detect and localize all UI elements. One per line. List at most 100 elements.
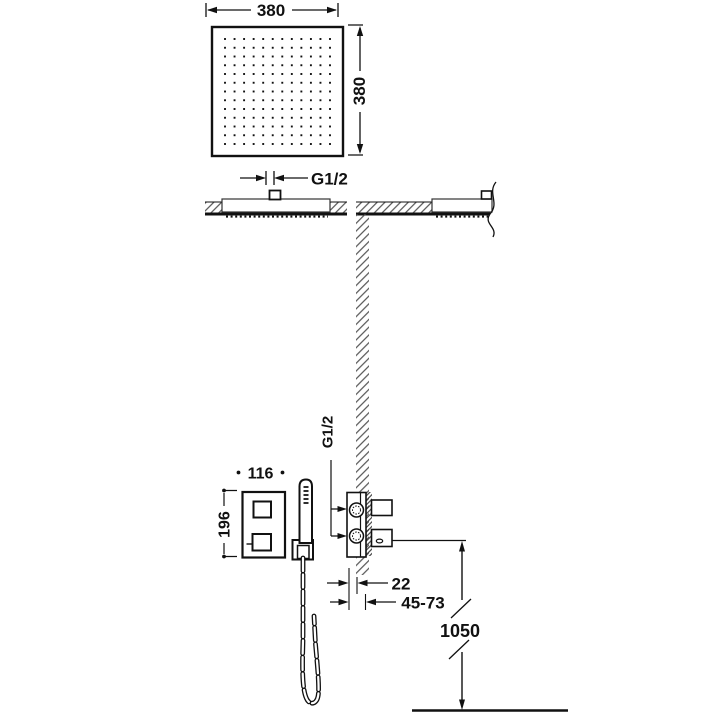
dim-valve-projection-label: 22 <box>392 575 411 594</box>
nozzle-dot <box>319 125 322 128</box>
shower-head-plan <box>210 25 345 158</box>
nozzle-dot <box>262 55 265 58</box>
nozzle-dot <box>309 134 312 137</box>
nozzle-dot <box>290 55 293 58</box>
nozzle-dot <box>233 64 236 67</box>
dim-install-depth-label: 45-73 <box>401 594 444 613</box>
nozzle-dot <box>262 46 265 49</box>
nozzle-dot <box>262 125 265 128</box>
nozzle-dot <box>290 64 293 67</box>
nozzle-dot <box>329 125 331 128</box>
nozzle-dot <box>233 125 236 128</box>
nozzle-dot <box>319 55 322 58</box>
nozzle-dot <box>233 38 236 40</box>
nozzle-dot <box>300 90 303 93</box>
nozzle-dot <box>329 90 331 93</box>
nozzle-dot <box>329 81 331 84</box>
nozzle-dot <box>329 143 331 145</box>
nozzle-dot <box>262 116 265 119</box>
nozzle-dot <box>271 90 274 93</box>
nozzle-dot <box>271 73 274 75</box>
nozzle-dot <box>243 143 246 145</box>
nozzle-dot <box>224 46 226 49</box>
trim-handle-top <box>252 500 272 519</box>
nozzle-dot <box>243 116 246 119</box>
nozzle-dot <box>309 81 312 84</box>
valve-knob-bottom-knurl <box>352 531 361 541</box>
nozzle-dot <box>252 81 255 84</box>
nozzle-dot <box>224 116 226 119</box>
nozzle-dot <box>224 143 226 145</box>
nozzle-dot <box>290 116 293 119</box>
dim-trim-width: 116 <box>236 466 285 483</box>
nozzle-dot <box>300 108 303 110</box>
nozzle-dot <box>300 125 303 128</box>
nozzle-dot <box>309 90 312 93</box>
nozzle-dot <box>233 55 236 58</box>
nozzle-dot <box>262 64 265 67</box>
dim-trim-width-label: 116 <box>248 466 274 483</box>
dim-trim-height-label: 196 <box>217 511 234 538</box>
nozzle-dot <box>243 99 246 102</box>
nozzle-dot <box>300 55 303 58</box>
nozzle-dot <box>290 108 293 110</box>
nozzle-dot <box>233 116 236 119</box>
nozzle-dot <box>281 38 284 40</box>
ceiling-section <box>205 181 497 238</box>
nozzle-dot <box>252 134 255 137</box>
shower-head-side-right <box>431 198 493 213</box>
nozzle-dot <box>271 134 274 137</box>
head-thread-label: G1/2 <box>311 170 348 189</box>
ceiling-hatch-right <box>356 202 434 213</box>
dim-head-width: 380 <box>205 1 339 20</box>
valve-slot <box>375 538 384 544</box>
nozzle-dot <box>224 108 226 110</box>
wall-hatch <box>356 214 369 575</box>
dim-head-thread: G1/2 <box>240 170 348 189</box>
nozzle-dot <box>271 108 274 110</box>
nozzle-dot <box>233 99 236 102</box>
nozzle-dot <box>329 46 331 49</box>
nozzle-dot <box>300 99 303 102</box>
nozzle-dot <box>243 73 246 75</box>
nozzle-dot <box>300 46 303 49</box>
dim-trim-height: 196 <box>217 488 237 559</box>
nozzle-grid <box>224 38 331 145</box>
nozzle-dot <box>281 116 284 119</box>
nozzle-dot <box>281 46 284 49</box>
nozzle-dot <box>262 143 265 145</box>
nozzle-dot <box>309 46 312 49</box>
valve-outlet-top <box>370 499 393 517</box>
nozzle-dot <box>290 99 293 102</box>
nozzle-dot <box>319 134 322 137</box>
dim-floor-height: 1050 <box>392 539 568 712</box>
valve-side-view: G1/2 <box>320 416 393 558</box>
nozzle-dot <box>224 38 226 40</box>
nozzle-dot <box>271 116 274 119</box>
nozzle-dot <box>329 55 331 58</box>
nozzle-dot <box>309 99 312 102</box>
nozzle-dot <box>252 125 255 128</box>
nozzle-dot <box>329 73 331 75</box>
nozzle-dot <box>262 134 265 137</box>
nozzle-dot <box>300 73 303 75</box>
handshower-hose-outline <box>300 555 321 706</box>
nozzle-dot <box>319 99 322 102</box>
nozzle-dot <box>243 134 246 137</box>
nozzle-dot <box>243 64 246 67</box>
nozzle-dot <box>319 90 322 93</box>
nozzle-dot <box>224 90 226 93</box>
nozzle-dot <box>224 55 226 58</box>
dim-valve-thread: G1/2 <box>320 416 347 539</box>
nozzle-dot <box>224 125 226 128</box>
nozzle-dot <box>271 64 274 67</box>
nozzle-dot <box>319 116 322 119</box>
nozzle-dot <box>243 108 246 110</box>
nozzle-dot <box>309 73 312 75</box>
nozzle-dot <box>271 55 274 58</box>
plan-view: 380 380 G1/2 <box>205 1 369 189</box>
nozzle-dot <box>319 46 322 49</box>
nozzle-dot <box>224 81 226 84</box>
nozzle-dot <box>252 64 255 67</box>
